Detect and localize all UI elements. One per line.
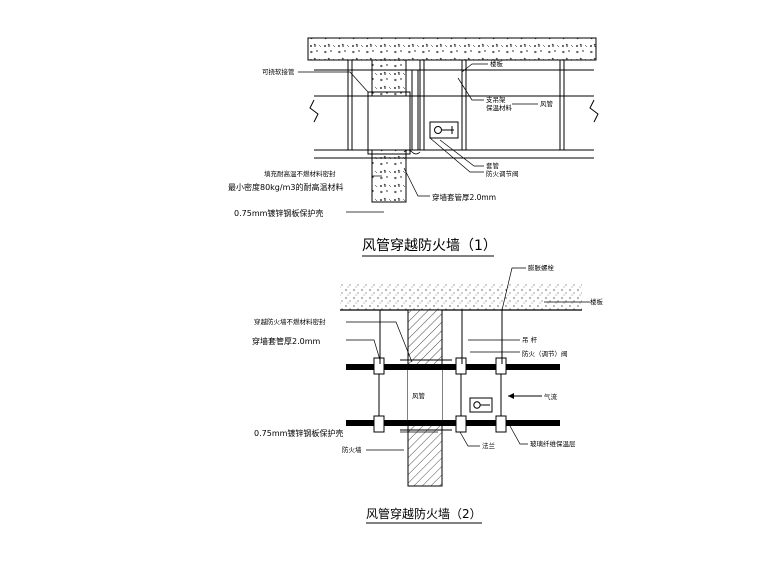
label-floor-2: 楼板 xyxy=(590,297,604,306)
diagram-1: 可挠软接管 楼板 支吊架 保温材料 风管 套管 防火调节阀 填充耐高温不燃材料密… xyxy=(228,37,599,257)
label-airflow: 气流 xyxy=(544,392,558,401)
diagram-2: 膨胀螺栓 楼板 穿越防火墙不燃材料密封 穿墙套管厚2.0mm 吊 杆 防火（调节… xyxy=(252,263,604,524)
label-flange-2: 法兰 xyxy=(482,441,496,450)
label-insulation-1: 保温材料 xyxy=(486,103,513,112)
air-duct-2 xyxy=(346,357,560,433)
label-fire-damper-1: 防火调节阀 xyxy=(486,169,519,178)
hanger-rods-1 xyxy=(347,60,565,150)
label-casing-1: 套管 xyxy=(486,161,500,170)
leaders-2 xyxy=(346,267,590,451)
label-anchor-bolt: 膨胀螺栓 xyxy=(528,263,555,272)
label-hanger-2: 吊 杆 xyxy=(522,335,538,344)
label-fire-wall-2: 防火墙 xyxy=(342,445,362,454)
label-hanger-1: 支吊架 xyxy=(486,95,506,104)
label-steel-plate-1: 0.75mm镀锌钢板保护壳 xyxy=(234,208,323,218)
label-air-duct-1: 风管 xyxy=(540,99,554,108)
label-sleeve-thickness-2: 穿墙套管厚2.0mm xyxy=(252,336,321,346)
air-duct-1 xyxy=(309,69,599,159)
diagram-1-title: 风管穿越防火墙（1） xyxy=(362,238,497,254)
label-fire-damper-2: 防火（调节）阀 xyxy=(522,349,568,358)
label-sleeve-thickness-1: 穿墙套管厚2.0mm xyxy=(432,192,496,202)
label-insulation-2: 玻璃纤维保温层 xyxy=(530,439,576,448)
floor-slab-1 xyxy=(307,37,597,61)
label-seal-bottom-1: 最小密度80kg/m3的耐高温材料 xyxy=(228,182,343,192)
sleeve-1 xyxy=(367,91,411,155)
label-air-duct-2: 风管 xyxy=(412,391,426,400)
wall-upper-1 xyxy=(371,59,407,97)
floor-slab-2 xyxy=(340,284,582,310)
leaders-1 xyxy=(298,63,538,213)
hanger-rods-2 xyxy=(379,310,503,364)
label-seal-top-1: 填充耐高温不燃材料密封 xyxy=(264,169,336,178)
label-flex-joint: 可挠软接管 xyxy=(262,67,295,76)
diagram-2-title: 风管穿越防火墙（2） xyxy=(366,506,482,521)
label-steel-plate-2: 0.75mm镀锌钢板保护壳 xyxy=(254,428,343,438)
label-seal-2: 穿越防火墙不燃材料密封 xyxy=(254,317,326,326)
label-floor-1: 楼板 xyxy=(490,59,504,68)
